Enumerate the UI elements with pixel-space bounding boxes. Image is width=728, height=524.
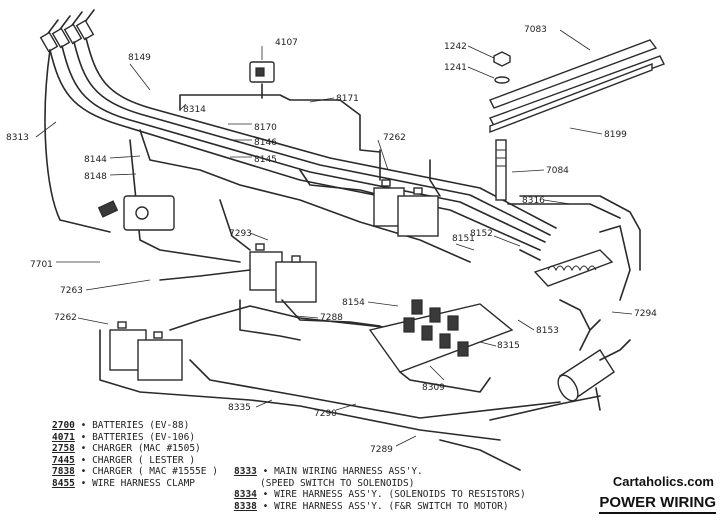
solenoid-panel [368, 299, 514, 393]
callout-8313: 8313 [6, 133, 29, 143]
site-name: Cartaholics.com [612, 474, 714, 489]
legend-item: 7445 • CHARGER ( LESTER ) [52, 454, 196, 466]
callout-8151: 8151 [452, 234, 475, 244]
battery-group-center [249, 243, 317, 303]
callout-8335: 8335 [228, 403, 251, 413]
callout-7262-top: 7262 [383, 133, 406, 143]
legend-item: 2758 • CHARGER (MAC #1505) [52, 443, 201, 454]
callout-8148: 8148 [84, 172, 107, 182]
callout-8145: 8145 [254, 155, 277, 165]
legend-note: (SPEED SWITCH TO SOLENOIDS) [260, 477, 415, 489]
legend-item: 8455 • WIRE HARNESS CLAMP [52, 477, 196, 489]
callout-8316: 8316 [522, 196, 545, 206]
lower-right-cables [439, 395, 601, 471]
battery-group-upper-right [373, 179, 439, 237]
callout-7083: 7083 [524, 25, 547, 35]
key-switch-assembly [97, 195, 175, 231]
callout-8199: 8199 [604, 130, 627, 140]
callout-8314: 8314 [183, 105, 206, 115]
callout-7294: 7294 [634, 309, 657, 319]
diagram-title: POWER WIRING [599, 494, 716, 514]
connector-plugs [39, 9, 95, 53]
callout-7263: 7263 [60, 286, 83, 296]
callout-8144: 8144 [84, 155, 107, 165]
drive-motor [557, 299, 631, 411]
legend-left: 2700 • BATTERIES (EV-88) 4071 • BATTERIE… [52, 420, 218, 489]
legend-item: 8334 • WIRE HARNESS ASS'Y. (SOLENOIDS TO… [234, 489, 526, 500]
reverse-buzzer-4107 [249, 61, 275, 83]
callout-8170: 8170 [254, 123, 277, 133]
callout-8154: 8154 [342, 298, 365, 308]
shaft-assembly [489, 39, 665, 201]
legend-item: 8338 • WIRE HARNESS ASS'Y. (F&R SWITCH T… [234, 500, 509, 512]
callout-7293: 7293 [229, 229, 252, 239]
callout-1242: 1242 [444, 42, 467, 52]
main-wiring-harness [44, 37, 557, 263]
callout-8152: 8152 [470, 229, 493, 239]
callout-labels: 8313 8149 8314 4107 8171 8170 8146 8145 … [6, 25, 657, 455]
callout-8153: 8153 [536, 326, 559, 336]
callout-8171: 8171 [336, 94, 359, 104]
legend-item: 2700 • BATTERIES (EV-88) [52, 420, 190, 431]
callout-7262-left: 7262 [54, 313, 77, 323]
battery-group-lower-left [109, 321, 183, 381]
callout-1241: 1241 [444, 63, 467, 73]
resistor-coil [507, 195, 641, 301]
callout-8315: 8315 [497, 341, 520, 351]
legend-right: 8333 • MAIN WIRING HARNESS ASS'Y. (SPEED… [234, 466, 526, 512]
callout-8149: 8149 [128, 53, 151, 63]
callout-4107: 4107 [275, 38, 298, 48]
callout-7288: 7288 [320, 313, 343, 323]
callout-7701: 7701 [30, 260, 53, 270]
callout-8146: 8146 [254, 138, 277, 148]
legend-item: 7838 • CHARGER ( MAC #1555E ) [52, 466, 218, 477]
legend-item: 4071 • BATTERIES (EV-106) [52, 431, 196, 443]
callout-7290: 7290 [314, 409, 337, 419]
legend-item: 8333 • MAIN WIRING HARNESS ASS'Y. [234, 466, 423, 477]
callout-7289: 7289 [370, 445, 393, 455]
callout-7084: 7084 [546, 166, 569, 176]
callout-8309: 8309 [422, 383, 445, 393]
